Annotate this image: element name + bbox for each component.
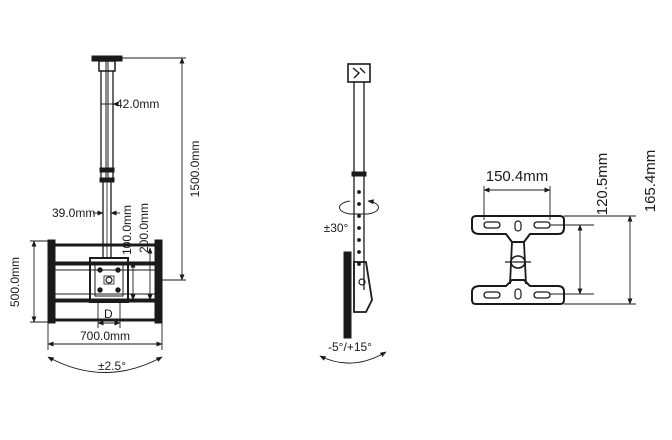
lower-pole bbox=[102, 182, 112, 258]
dim-pole-offset: 42.0mm bbox=[116, 97, 159, 111]
side-view: ±30° -5°/+15° bbox=[319, 63, 387, 364]
swivel-label: ±30° bbox=[324, 221, 349, 235]
rotation-label: ±2.5° bbox=[98, 359, 126, 373]
dim-frame-height: 500.0mm bbox=[8, 257, 22, 307]
side-tilt-head bbox=[343, 251, 373, 339]
dim-vesa-large: 200.0mm bbox=[137, 203, 151, 253]
dim-height: 1500.0mm bbox=[188, 141, 202, 198]
dim-bracket-width: 39.0mm bbox=[52, 206, 95, 220]
upper-pole bbox=[99, 61, 115, 183]
side-ceiling-bracket bbox=[347, 63, 371, 83]
side-pole bbox=[351, 82, 367, 290]
dim-plate-width: 150.4mm bbox=[486, 168, 549, 185]
dim-vesa-small: 100.0mm bbox=[120, 205, 134, 255]
vesa-bracket bbox=[89, 257, 129, 303]
front-view: 42.0mm 1500.0mm 39.0mm 100.0mm 200.0mm 5… bbox=[8, 55, 202, 373]
dim-d-label: D bbox=[104, 307, 113, 321]
tilt-arc bbox=[319, 351, 387, 364]
plate-view: 150.4mm 120.5mm 165.4mm bbox=[471, 150, 659, 305]
dim-hole-spacing: 120.5mm bbox=[594, 153, 611, 216]
side-tv-panel bbox=[343, 251, 352, 339]
tilt-label: -5°/+15° bbox=[328, 340, 372, 354]
plate-bottom bbox=[471, 279, 565, 305]
dim-frame-width: 700.0mm bbox=[80, 329, 130, 343]
swivel-arc bbox=[339, 199, 379, 215]
dim-plate-height: 165.4mm bbox=[642, 150, 659, 213]
rotation-arc bbox=[47, 356, 163, 373]
